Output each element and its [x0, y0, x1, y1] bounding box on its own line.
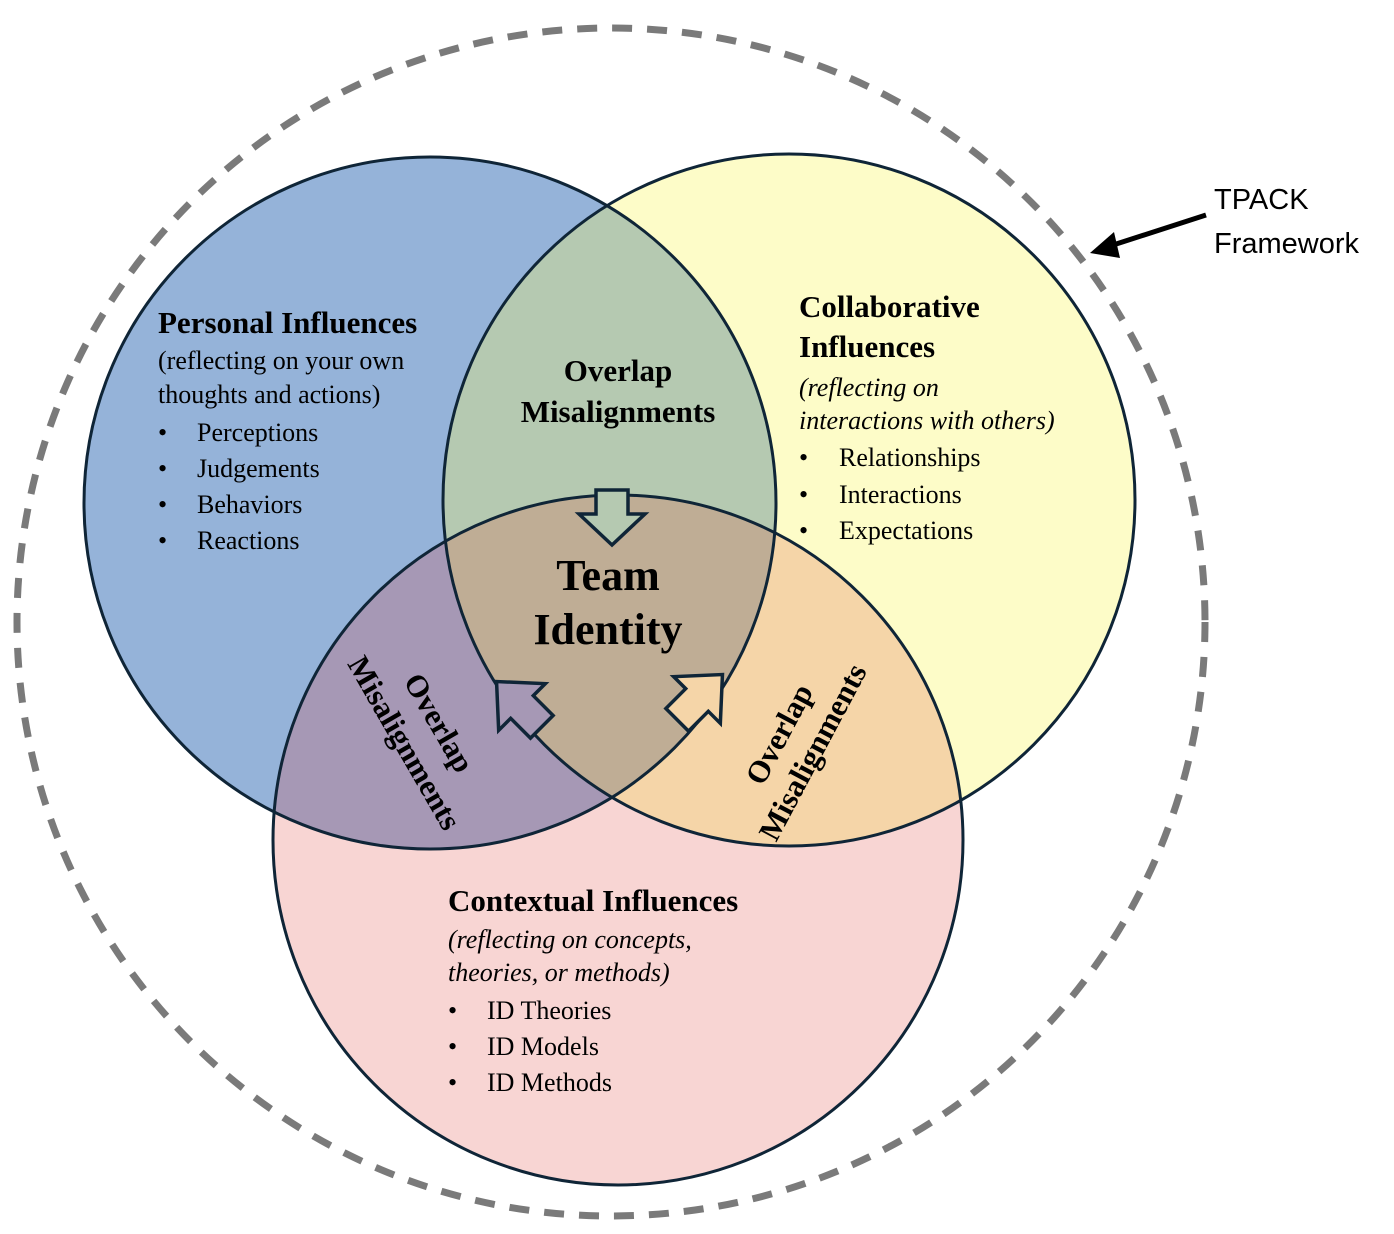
arrow-up-right-icon — [494, 679, 556, 741]
bullet-icon: • — [158, 454, 167, 483]
contextual-subtitle-line2: theories, or methods) — [448, 958, 670, 987]
tpack-label-line2: Framework — [1214, 228, 1360, 260]
personal-circle-outline — [82, 155, 778, 851]
bullet-icon: • — [799, 516, 808, 545]
personal-subtitle-line2: thoughts and actions) — [158, 380, 380, 409]
bullet-icon: • — [799, 480, 808, 509]
contextual-subtitle-line1: (reflecting on concepts, — [448, 925, 692, 954]
collaborative-title-line2: Influences — [799, 329, 935, 364]
list-item: Expectations — [839, 516, 973, 545]
list-item: Relationships — [839, 443, 981, 472]
overlap-top-line2: Misalignments — [521, 394, 716, 429]
personal-title: Personal Influences — [158, 305, 417, 340]
bullet-icon: • — [799, 443, 808, 472]
contextual-influences-text: Contextual Influences (reflecting on con… — [448, 883, 738, 1097]
bullet-icon: • — [448, 996, 457, 1025]
personal-influences-text: Personal Influences (reflecting on your … — [158, 305, 417, 555]
collaborative-subtitle-line2: interactions with others) — [799, 406, 1055, 435]
overlap-top-line1: Overlap — [564, 353, 673, 388]
contextual-title: Contextual Influences — [448, 883, 738, 918]
arrow-down-icon — [574, 488, 650, 548]
list-item: Interactions — [839, 480, 962, 509]
tpack-label-line1: TPACK — [1214, 184, 1309, 216]
collaborative-circle-outline — [441, 152, 1137, 848]
tpack-pointer-arrow-icon — [1090, 212, 1207, 258]
list-item: ID Models — [487, 1032, 599, 1061]
bullet-icon: • — [158, 418, 167, 447]
personal-subtitle-line1: (reflecting on your own — [158, 346, 404, 375]
list-item: Reactions — [197, 526, 300, 555]
bullet-icon: • — [448, 1032, 457, 1061]
list-item: ID Theories — [487, 996, 611, 1025]
arrow-up-left-icon — [663, 672, 725, 734]
bullet-icon: • — [448, 1068, 457, 1097]
team-identity-label: Team Identity — [533, 551, 682, 654]
bullet-icon: • — [158, 490, 167, 519]
collaborative-influences-text: Collaborative Influences (reflecting on … — [799, 289, 1055, 545]
bullet-icon: • — [158, 526, 167, 555]
tpack-framework-boundary — [13, 24, 1209, 1220]
overlap-top-label: Overlap Misalignments — [521, 353, 716, 429]
list-item: Behaviors — [197, 490, 302, 519]
collaborative-subtitle-line1: (reflecting on — [799, 373, 939, 402]
list-item: ID Methods — [487, 1068, 612, 1097]
center-line2: Identity — [533, 605, 682, 654]
list-item: Perceptions — [197, 418, 318, 447]
list-item: Judgements — [197, 454, 320, 483]
center-line1: Team — [556, 551, 660, 600]
collaborative-title-line1: Collaborative — [799, 289, 980, 324]
